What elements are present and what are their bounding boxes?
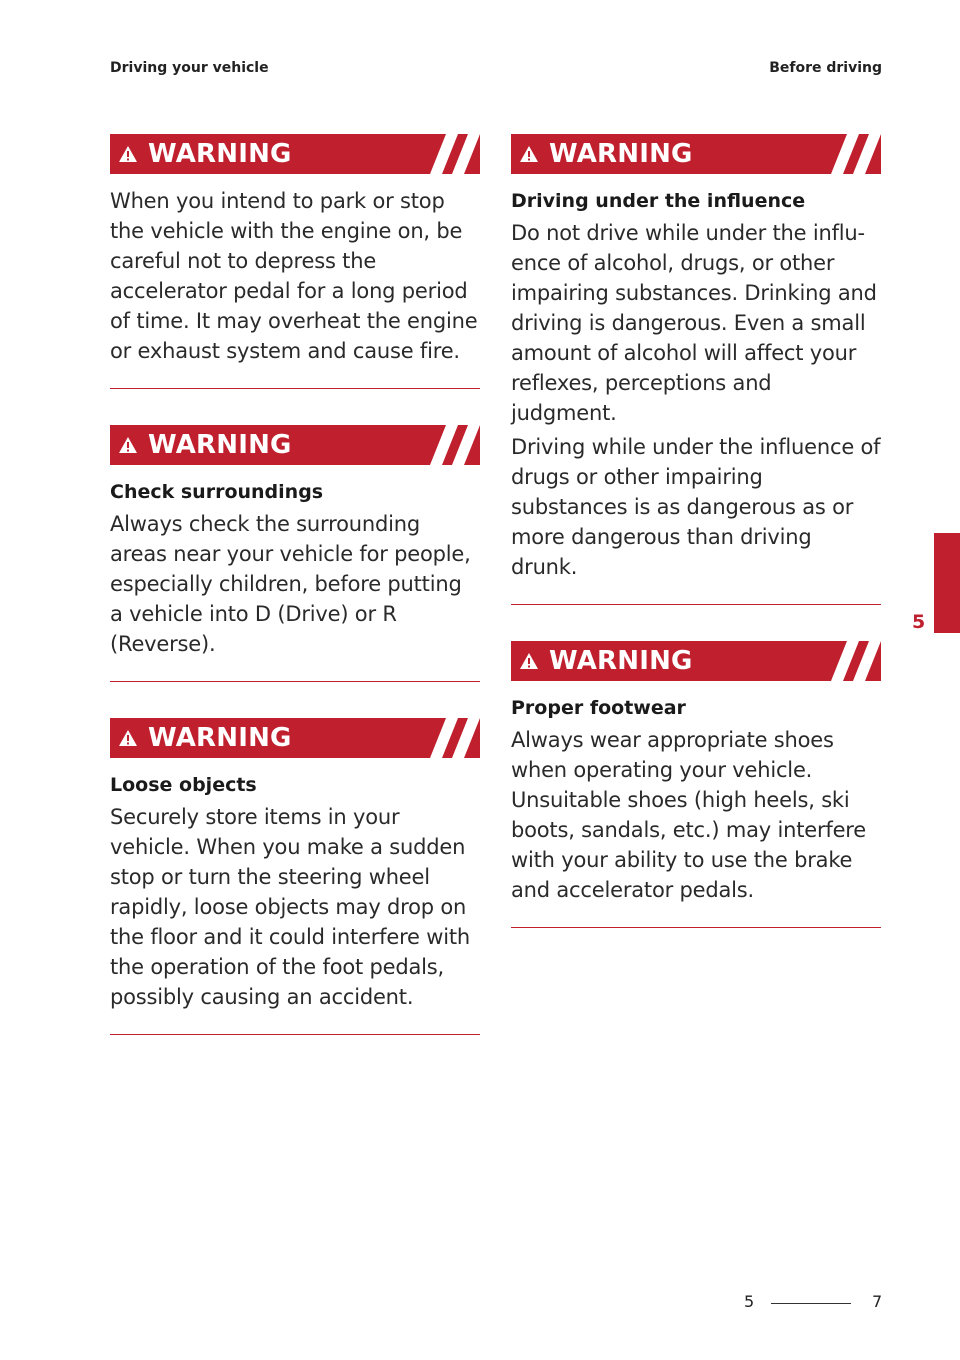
right-column: WARNING Driving under the influence Do n… — [511, 134, 881, 928]
slash-stripes-icon — [831, 641, 881, 681]
warning-triangle-icon — [119, 437, 137, 453]
warning-banner: WARNING — [110, 425, 480, 465]
warning-triangle-icon — [520, 146, 538, 162]
warning-divider — [110, 681, 480, 682]
warning-banner: WARNING — [110, 134, 480, 174]
warning-title: Loose objects — [110, 774, 257, 796]
warning-label: WARNING — [148, 139, 292, 169]
warning-text: Do not drive while under the influ­ence … — [511, 221, 877, 425]
warning-triangle-icon — [119, 730, 137, 746]
warning-divider — [511, 604, 881, 605]
warning-text: Driving while under the influence of dru… — [511, 435, 881, 579]
warning-text: Always wear appropriate shoes when opera… — [511, 728, 867, 902]
warning-box: WARNING When you intend to park or stop … — [110, 134, 480, 389]
warning-label: WARNING — [148, 723, 292, 753]
warning-label: WARNING — [549, 646, 693, 676]
chapter-side-tab — [934, 533, 960, 633]
warning-divider — [511, 927, 881, 928]
chapter-number: 5 — [912, 611, 926, 633]
warning-triangle-icon — [520, 653, 538, 669]
warning-text: Always check the surrounding areas near … — [110, 512, 471, 656]
warning-title: Driving under the influence — [511, 190, 806, 212]
warning-text: Securely store items in your vehicle. Wh… — [110, 805, 471, 1009]
warning-banner: WARNING — [511, 641, 881, 681]
warning-text: When you intend to park or stop the vehi… — [110, 189, 478, 363]
warning-triangle-icon — [119, 146, 137, 162]
warning-label: WARNING — [549, 139, 693, 169]
warning-title: Proper footwear — [511, 697, 686, 719]
slash-stripes-icon — [430, 718, 480, 758]
left-column: WARNING When you intend to park or stop … — [110, 134, 480, 1035]
warning-title: Check surroundings — [110, 481, 324, 503]
warning-box: WARNING Driving under the influence Do n… — [511, 134, 881, 605]
warning-banner: WARNING — [511, 134, 881, 174]
warning-label: WARNING — [148, 430, 292, 460]
warning-box: WARNING Loose objects Securely store ite… — [110, 718, 480, 1035]
warning-banner: WARNING — [110, 718, 480, 758]
slash-stripes-icon — [430, 425, 480, 465]
warning-divider — [110, 1034, 480, 1035]
slash-stripes-icon — [831, 134, 881, 174]
footer-page-number: 7 — [872, 1292, 883, 1311]
warning-box: WARNING Proper footwear Always wear appr… — [511, 641, 881, 928]
warning-box: WARNING Check surroundings Always check … — [110, 425, 480, 682]
footer-section-number: 5 — [744, 1292, 755, 1311]
warning-divider — [110, 388, 480, 389]
running-header-section: Before driving — [769, 60, 882, 76]
slash-stripes-icon — [430, 134, 480, 174]
footer-divider — [771, 1303, 851, 1304]
running-header-chapter: Driving your vehicle — [110, 60, 269, 76]
